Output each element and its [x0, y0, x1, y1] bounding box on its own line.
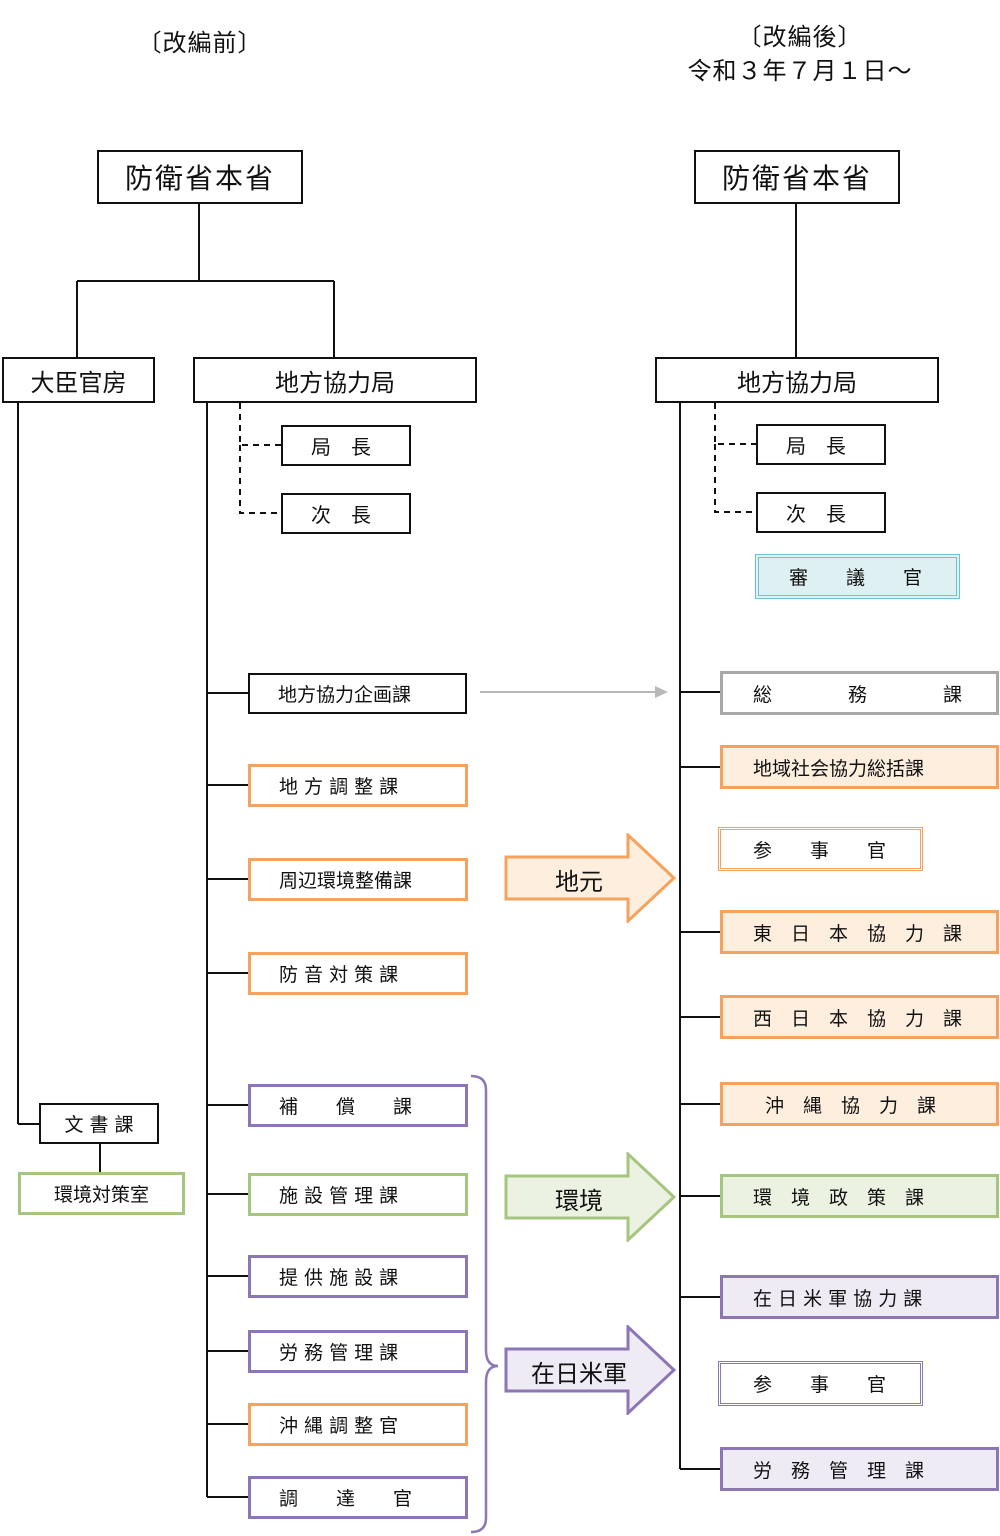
before-labor-division: 労 務 管 理 課	[248, 1330, 468, 1373]
after-councillor-box: 審 議 官	[755, 554, 960, 599]
before-header: 〔改編前〕	[137, 29, 263, 57]
before-surroundings-division: 周辺環境整備課	[248, 858, 468, 901]
environment-arrow: 環境	[504, 1152, 676, 1242]
after-labor-division: 労 務 管 理 課	[720, 1447, 999, 1491]
after-community-division: 地域社会協力総括課	[720, 745, 999, 789]
before-bureau-box: 地方協力局	[193, 357, 477, 403]
after-counsellor-local-box: 参 事 官	[718, 827, 923, 871]
local-arrow-label: 地元	[555, 868, 603, 896]
after-environment-policy-division: 環 境 政 策 課	[720, 1174, 999, 1218]
before-procurement-box: 調 達 官	[248, 1476, 468, 1519]
secretariat-box: 大臣官房	[2, 357, 155, 403]
before-local-coordination-division: 地 方 調 整 課	[248, 764, 468, 807]
before-facilities-mgmt-division: 施 設 管 理 課	[248, 1173, 468, 1216]
after-east-japan-division: 東 日 本 協 力 課	[720, 910, 999, 954]
after-okinawa-division: 沖 縄 協 力 課	[720, 1082, 999, 1126]
after-usfj-division: 在 日 米 軍 協 力 課	[720, 1275, 999, 1319]
before-noise-division: 防 音 対 策 課	[248, 952, 468, 995]
before-deputy-box: 次 長	[281, 493, 411, 534]
after-header: 〔改編後〕	[737, 23, 863, 51]
local-arrow: 地元	[504, 833, 676, 923]
after-general-affairs-division: 総 務 課	[720, 671, 999, 715]
after-ministry-box: 防衛省本省	[694, 150, 900, 204]
before-okinawa-coord-box: 沖 縄 調 整 官	[248, 1403, 468, 1446]
after-director-general-box: 局 長	[756, 424, 886, 465]
after-deputy-box: 次 長	[756, 492, 886, 533]
before-compensation-division: 補 償 課	[248, 1084, 468, 1127]
before-planning-division: 地方協力企画課	[248, 673, 467, 714]
after-bureau-box: 地方協力局	[655, 357, 939, 403]
usfj-arrow: 在日米軍	[504, 1325, 676, 1415]
after-counsellor-usfj-box: 参 事 官	[718, 1361, 923, 1406]
before-ministry-box: 防衛省本省	[97, 150, 303, 204]
before-provided-facilities-division: 提 供 施 設 課	[248, 1255, 468, 1298]
after-date: 令和３年７月１日～	[687, 57, 913, 85]
before-director-general-box: 局 長	[281, 425, 411, 466]
environment-arrow-label: 環境	[555, 1187, 603, 1215]
documents-division-box: 文 書 課	[39, 1103, 159, 1144]
after-west-japan-division: 西 日 本 協 力 課	[720, 995, 999, 1039]
usfj-arrow-label: 在日米軍	[531, 1360, 627, 1388]
environment-office-box: 環境対策室	[18, 1172, 185, 1215]
